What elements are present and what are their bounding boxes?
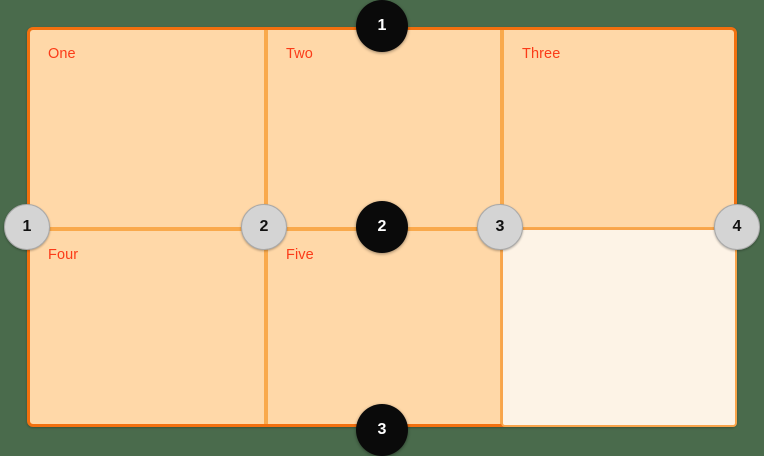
grid-cell-four-label: Four — [48, 247, 79, 263]
grid-cell-one-label: One — [48, 46, 76, 62]
grid-cell-two[interactable]: Two — [268, 30, 500, 227]
marker-light-column-2[interactable]: 3 — [477, 204, 523, 250]
marker-light-column-1[interactable]: 2 — [241, 204, 287, 250]
grid-cell-three[interactable]: Three — [504, 30, 734, 227]
marker-dark-bottom[interactable]: 3 — [356, 404, 408, 456]
marker-dark-middle[interactable]: 2 — [356, 201, 408, 253]
grid-cell-four[interactable]: Four — [30, 231, 264, 424]
grid-cell-two-label: Two — [286, 46, 313, 62]
grid-cell-three-label: Three — [522, 46, 561, 62]
marker-dark-top[interactable]: 1 — [356, 0, 408, 52]
grid-cell-five-label: Five — [286, 247, 314, 263]
grid-cell-six-empty[interactable] — [501, 228, 737, 427]
grid-cell-five[interactable]: Five — [268, 231, 500, 424]
grid-cell-six[interactable] — [504, 231, 734, 424]
marker-light-right[interactable]: 4 — [714, 204, 760, 250]
grid-cell-one[interactable]: One — [30, 30, 264, 227]
marker-light-left[interactable]: 1 — [4, 204, 50, 250]
